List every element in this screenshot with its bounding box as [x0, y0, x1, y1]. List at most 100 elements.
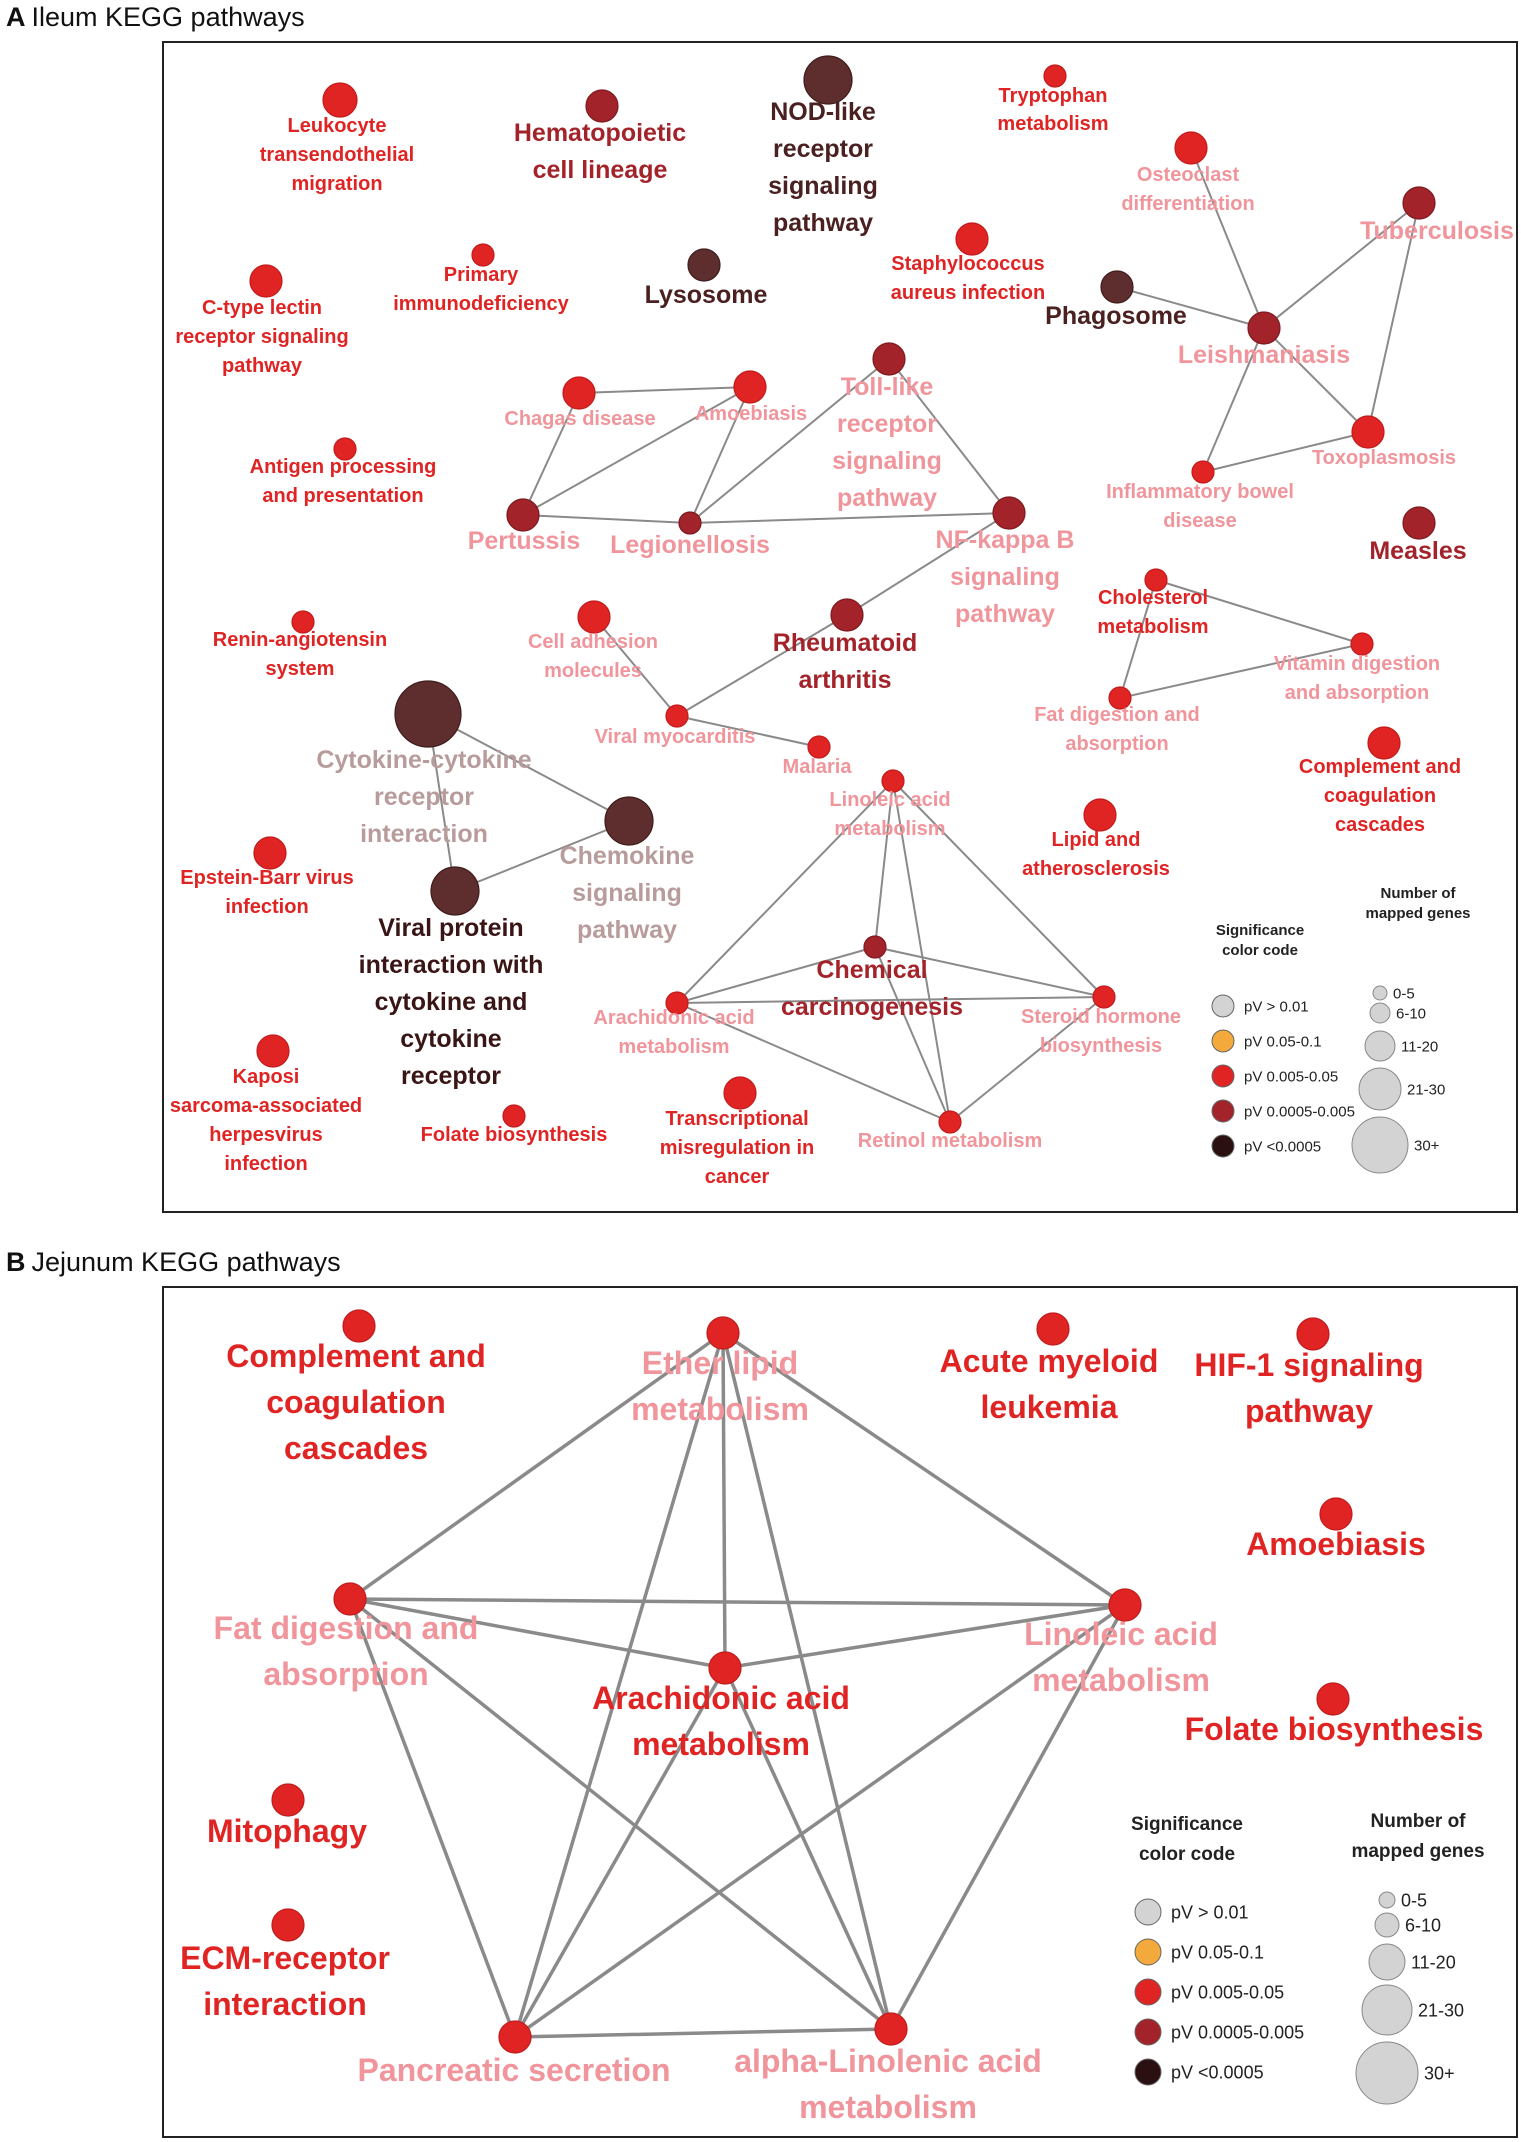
node-linoA[interactable]	[881, 769, 905, 793]
node-amoebB[interactable]	[1319, 1497, 1353, 1531]
node-fatdig[interactable]	[1108, 686, 1132, 710]
node-alpha[interactable]	[874, 2012, 908, 2046]
legend-size-label: 30+	[1424, 2063, 1455, 2083]
legend-color-label: pV 0.05-0.1	[1171, 1942, 1264, 1962]
node-rheum[interactable]	[830, 598, 864, 632]
node-renin[interactable]	[291, 610, 315, 634]
node-arachA[interactable]	[665, 991, 689, 1015]
legend-size-label: 0-5	[1393, 985, 1415, 1002]
node-primary[interactable]	[471, 243, 495, 267]
edge-tuber-toxo	[1367, 202, 1420, 433]
node-arachB[interactable]	[708, 1651, 742, 1685]
node-chol[interactable]	[1144, 568, 1168, 592]
node-chemcarc[interactable]	[863, 935, 887, 959]
node-leish[interactable]	[1247, 311, 1281, 345]
edge-steroid-retinol	[949, 996, 1105, 1123]
edge-rheum-viralmyo	[676, 614, 848, 717]
legend-size-circle-11-20	[1368, 1943, 1406, 1981]
node-label-folateA: Folate biosynthesis	[421, 1124, 608, 1146]
node-amoeb[interactable]	[733, 370, 767, 404]
node-leuk[interactable]	[322, 82, 358, 118]
node-hif[interactable]	[1296, 1317, 1330, 1351]
edge-viralmyo-malaria	[676, 715, 820, 748]
node-pert[interactable]	[506, 498, 540, 532]
node-aml[interactable]	[1036, 1312, 1070, 1346]
node-ctype[interactable]	[249, 264, 283, 298]
node-transc[interactable]	[723, 1076, 757, 1110]
node-phago[interactable]	[1100, 270, 1134, 304]
node-lipid[interactable]	[1083, 798, 1117, 832]
node-compl[interactable]	[1367, 726, 1401, 760]
node-linoB[interactable]	[1108, 1588, 1142, 1622]
node-retinol[interactable]	[938, 1110, 962, 1134]
edge-arachB-panc	[513, 1667, 727, 2038]
node-panc[interactable]	[498, 2020, 532, 2054]
node-toxo[interactable]	[1351, 415, 1385, 449]
node-chagas[interactable]	[562, 376, 596, 410]
node-vitd[interactable]	[1350, 632, 1374, 656]
node-legio[interactable]	[678, 511, 702, 535]
edge-ether-linoB	[722, 1331, 1126, 1607]
legend-size-circle-11-20	[1364, 1030, 1396, 1062]
node-chemo[interactable]	[604, 796, 654, 846]
edge-legio-toll	[689, 358, 890, 524]
legend-swatch-black	[1134, 2058, 1162, 2086]
node-staph[interactable]	[955, 222, 989, 256]
node-antigen[interactable]	[333, 437, 357, 461]
node-label-viralmyo: Viral myocarditis	[595, 726, 756, 748]
legend-swatch-grey	[1134, 1898, 1162, 1926]
node-malaria[interactable]	[807, 735, 831, 759]
node-steroid[interactable]	[1092, 985, 1116, 1009]
node-measles[interactable]	[1402, 506, 1436, 540]
legend-size-label: 6-10	[1396, 1005, 1426, 1022]
node-cyto[interactable]	[394, 680, 462, 748]
node-folateA[interactable]	[502, 1104, 526, 1128]
node-lyso[interactable]	[687, 248, 721, 282]
node-kaposi[interactable]	[256, 1034, 290, 1068]
node-tuber[interactable]	[1402, 186, 1436, 220]
node-compB[interactable]	[342, 1309, 376, 1343]
node-folateB[interactable]	[1316, 1682, 1350, 1716]
node-ether[interactable]	[706, 1316, 740, 1350]
node-ecm[interactable]	[271, 1908, 305, 1942]
edge-ether-panc	[513, 1332, 725, 2038]
legend-size-circle-30+	[1351, 1116, 1409, 1174]
node-viralmyo[interactable]	[665, 704, 689, 728]
node-label-tuber: Tuberculosis	[1360, 217, 1514, 245]
node-celladh[interactable]	[577, 600, 611, 634]
node-ebv[interactable]	[253, 836, 287, 870]
node-hema[interactable]	[585, 89, 619, 123]
edge-ibd-toxo	[1202, 431, 1369, 473]
node-nfkb[interactable]	[992, 496, 1026, 530]
node-label-measles: Measles	[1369, 537, 1466, 565]
edge-linoA-steroid	[892, 780, 1105, 998]
legend-color-label: pV 0.005-0.05	[1244, 1068, 1338, 1085]
node-osteo[interactable]	[1174, 131, 1208, 165]
node-trp[interactable]	[1043, 64, 1067, 88]
edge-fatB-linoB	[349, 1597, 1126, 1607]
node-nod[interactable]	[803, 55, 853, 105]
edge-chemo-viralprot	[454, 820, 630, 892]
node-fatB[interactable]	[333, 1582, 367, 1616]
edge-linoA-retinol	[892, 780, 951, 1123]
node-mito[interactable]	[271, 1783, 305, 1817]
node-toll[interactable]	[872, 342, 906, 376]
node-viralprot[interactable]	[430, 866, 480, 916]
node-label-phago: Phagosome	[1045, 302, 1187, 330]
node-ibd[interactable]	[1191, 460, 1215, 484]
edge-fatB-alpha	[348, 1597, 893, 2031]
edge-osteo-leish	[1190, 147, 1265, 329]
